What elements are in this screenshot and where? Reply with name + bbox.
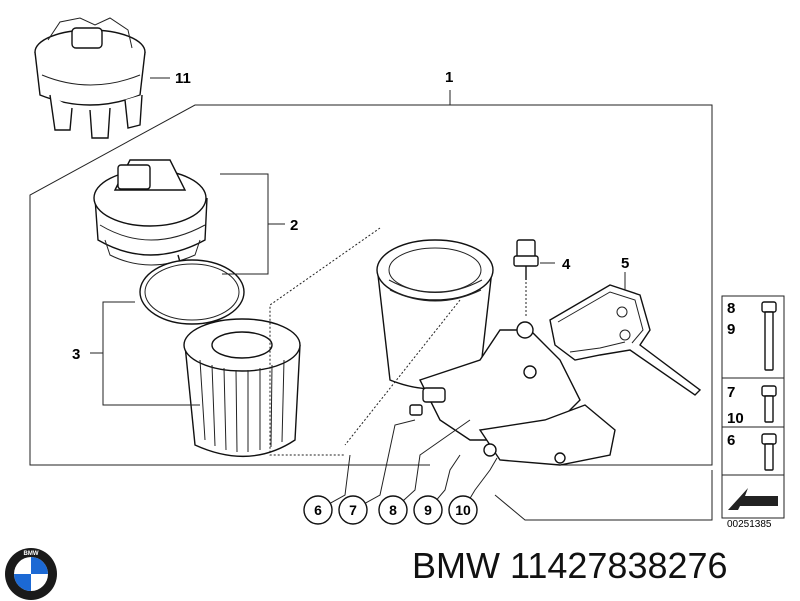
arrow-icon	[728, 488, 778, 510]
filter-wrench-part	[34, 17, 170, 139]
legend-7: 7	[727, 384, 735, 401]
callout-2: 2	[290, 217, 298, 234]
gasket-part	[549, 272, 702, 396]
filter-element-part	[183, 318, 301, 458]
callout-11: 11	[175, 70, 191, 87]
callout-4: 4	[562, 256, 571, 273]
filter-cap-part	[93, 159, 208, 281]
legend-6: 6	[727, 432, 735, 449]
circled-label: 6	[314, 502, 322, 518]
logo-text: BMW	[24, 551, 39, 557]
callout-5: 5	[621, 255, 629, 272]
reference-number: 00251385	[727, 519, 772, 530]
circled-label: 9	[424, 502, 432, 518]
legend-10: 10	[727, 410, 744, 427]
part-number-title: BMW 11427838276	[412, 545, 728, 586]
circled-label: 8	[389, 502, 397, 518]
sensor-part	[513, 239, 555, 318]
assembly-outline	[449, 90, 713, 466]
filter-housing-part	[376, 239, 616, 466]
circled-label: 10	[455, 502, 471, 518]
circled-callouts: 6 7 8 9 10	[303, 495, 478, 525]
callout-3: 3	[72, 346, 80, 363]
bolt-legend: 8 9 7 10 6	[721, 295, 785, 519]
callout-1: 1	[445, 69, 453, 86]
o-ring-part	[139, 259, 245, 325]
bmw-logo-icon: BMW	[5, 548, 57, 600]
legend-9: 9	[727, 321, 735, 338]
legend-8: 8	[727, 300, 735, 317]
circled-label: 7	[349, 502, 357, 518]
